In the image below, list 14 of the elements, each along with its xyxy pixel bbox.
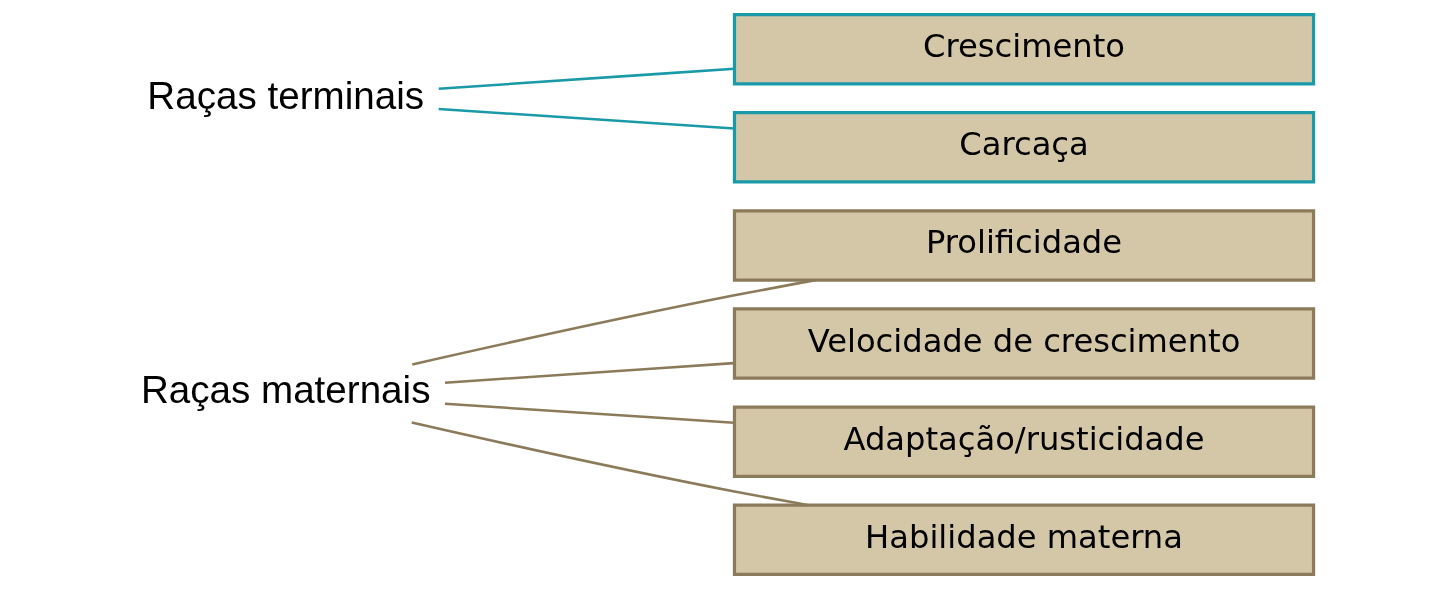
- connector: [438, 67, 735, 91]
- node-box: Velocidade de crescimento: [732, 307, 1315, 380]
- node-box: Habilidade materna: [732, 503, 1315, 576]
- node-box: Adaptação/rusticidade: [732, 405, 1315, 478]
- connector: [444, 361, 734, 384]
- connector: [411, 278, 816, 366]
- node-box: Prolificidade: [732, 209, 1315, 282]
- node-box: Carcaça: [732, 111, 1315, 184]
- connector: [438, 107, 735, 130]
- node-text: Raças maternais: [140, 368, 430, 412]
- connector: [410, 421, 809, 507]
- node-text: Raças terminais: [146, 74, 424, 118]
- node-box: Crescimento: [732, 13, 1315, 86]
- connector: [444, 402, 734, 425]
